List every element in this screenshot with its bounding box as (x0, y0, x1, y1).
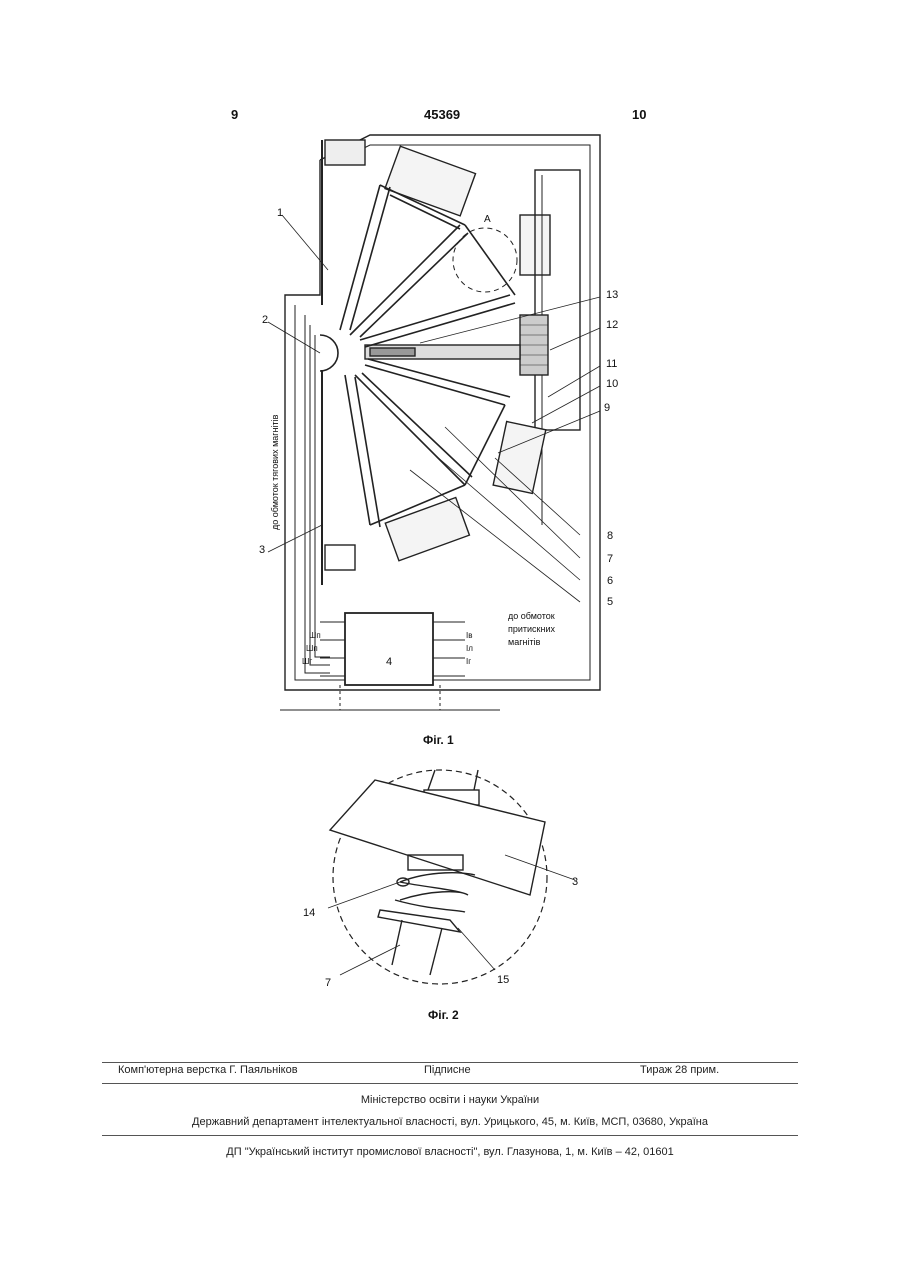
figure-2-caption: Фіг. 2 (428, 1008, 459, 1022)
fig2-ref-15: 15 (497, 974, 509, 986)
page-number-left: 9 (231, 107, 238, 122)
fig1-callout-a: А (484, 214, 491, 225)
fig2-ref-14: 14 (303, 907, 315, 919)
figure-2-drawing (300, 760, 600, 1000)
fig1-ref-7: 7 (607, 553, 613, 565)
left-signal-2: Шп (306, 644, 318, 653)
bottom-label-line-2: притискних (508, 623, 555, 636)
footer-circulation: Тираж 28 прим. (640, 1064, 719, 1076)
right-signal-3: Iг (466, 657, 471, 666)
patent-number: 45369 (424, 107, 460, 122)
footer-signed: Підписне (424, 1064, 471, 1076)
left-signal-3: Шг (302, 657, 312, 666)
fig1-ref-1: 1 (277, 207, 283, 219)
fig2-ref-7: 7 (325, 977, 331, 989)
fig1-ref-2: 2 (262, 314, 268, 326)
fig1-ref-8: 8 (607, 530, 613, 542)
bottom-label-line-1: до обмоток (508, 610, 555, 623)
fig1-ref-6: 6 (607, 575, 613, 587)
right-signal-2: Iл (466, 644, 473, 653)
footer-rule-bottom (102, 1135, 798, 1136)
fig1-ref-3: 3 (259, 544, 265, 556)
bottom-label: до обмоток притискних магнітів (508, 610, 555, 649)
bottom-label-line-3: магнітів (508, 636, 555, 649)
footer-department: Державний департамент інтелектуальної вл… (0, 1116, 900, 1128)
fig1-ref-9: 9 (604, 402, 610, 414)
footer-layout: Комп'ютерна верстка Г. Паяльніков (118, 1064, 298, 1076)
fig1-ref-5: 5 (607, 596, 613, 608)
fig2-ref-3: 3 (572, 876, 578, 888)
footer-ministry: Міністерство освіти і науки України (0, 1094, 900, 1106)
footer-rule-top (102, 1062, 798, 1063)
side-label: до обмоток тягових магнітів (270, 400, 282, 530)
left-signal-1: Шп (309, 631, 321, 640)
right-signal-1: Iв (466, 631, 472, 640)
fig1-ref-11: 11 (606, 358, 617, 370)
page-number-right: 10 (632, 107, 646, 122)
figure-1-caption: Фіг. 1 (423, 733, 454, 747)
housing-outline (285, 135, 600, 690)
fig1-ref-10: 10 (606, 378, 618, 390)
fig1-ref-13: 13 (606, 289, 618, 301)
footer-rule-middle (102, 1083, 798, 1084)
footer-institute: ДП "Український інститут промислової вла… (0, 1146, 900, 1158)
fig1-ref-4: 4 (386, 656, 392, 668)
fig1-ref-12: 12 (606, 319, 618, 331)
